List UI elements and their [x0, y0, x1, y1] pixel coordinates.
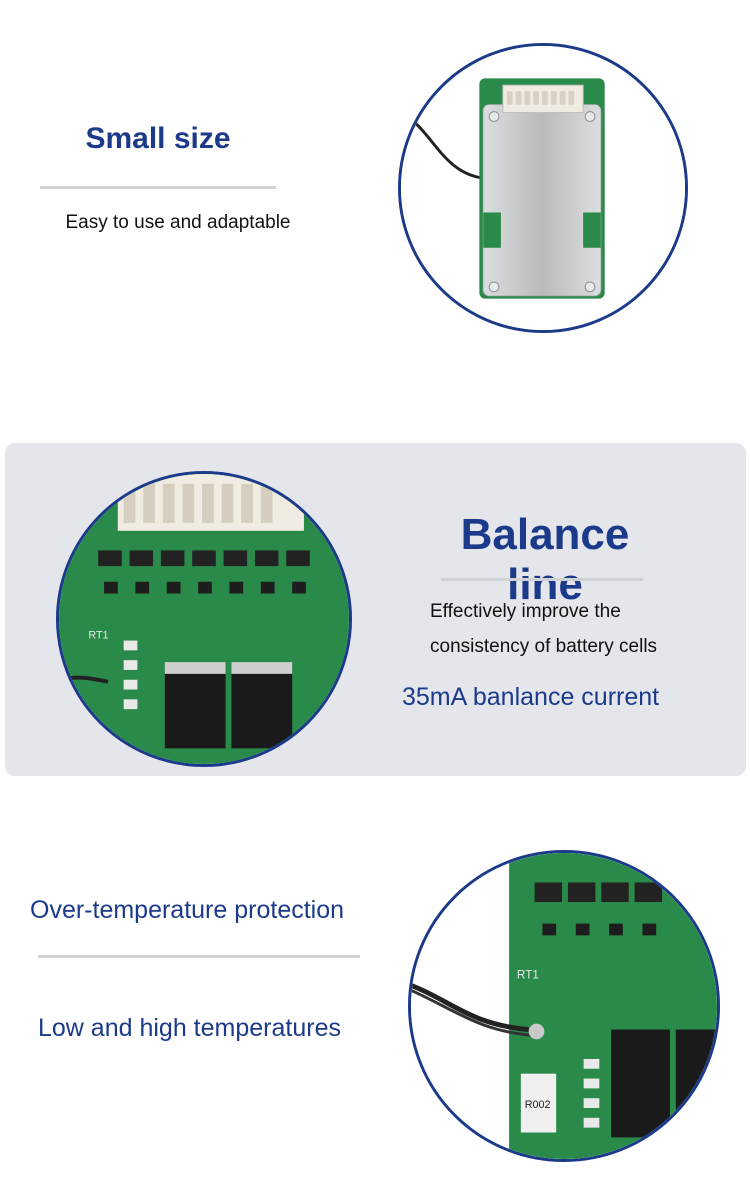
- balance-line-description-line2: consistency of battery cells: [430, 636, 658, 657]
- temperature-sensor-illustration: RT1 R002: [411, 853, 717, 1159]
- balance-circuit-illustration: RT1: [59, 474, 349, 764]
- bms-board-photo: [398, 43, 688, 333]
- balance-circuit-photo: RT1: [56, 471, 352, 767]
- balance-line-description-line1: Effectively improve the: [430, 601, 621, 622]
- temperature-range-description: Low and high temperatures: [38, 1014, 341, 1042]
- small-size-heading: Small size: [85, 122, 231, 155]
- over-temperature-heading: Over-temperature protection: [30, 896, 345, 924]
- balance-current-spec: 35mA banlance current: [402, 683, 660, 711]
- small-size-divider: [40, 186, 276, 189]
- rt1-label: RT1: [88, 630, 108, 642]
- bms-board-illustration: [401, 46, 685, 330]
- rt1-label: RT1: [517, 969, 539, 982]
- small-size-description: Easy to use and adaptable: [65, 212, 291, 233]
- over-temperature-divider: [38, 955, 360, 958]
- balance-line-divider: [441, 578, 643, 581]
- r002-label: R002: [525, 1099, 551, 1111]
- balance-line-heading: Balance line: [460, 510, 630, 609]
- temperature-sensor-photo: RT1 R002: [408, 850, 720, 1162]
